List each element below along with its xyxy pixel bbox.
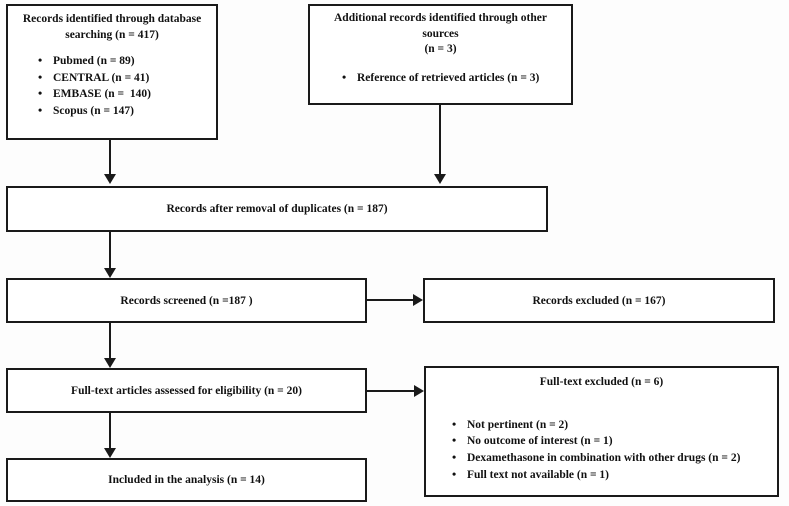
records-after-duplicates-box: Records after removal of duplicates (n =… xyxy=(6,186,548,232)
fulltext-box-label: Full-text articles assessed for eligibil… xyxy=(71,384,302,397)
other-sources-title-line1: Additional records identified through ot… xyxy=(334,12,547,24)
list-item: Reference of retrieved articles (n = 3) xyxy=(342,69,571,87)
additional-records-other-sources-box: Additional records identified through ot… xyxy=(308,4,573,105)
list-item: No outcome of interest (n = 1) xyxy=(452,432,777,450)
arrowhead-duplicates-to-screened xyxy=(104,268,116,278)
screened-box-label: Records screened (n =187 ) xyxy=(120,294,253,307)
other-sources-title-line2: sources xyxy=(422,27,459,40)
included-box-label: Included in the analysis (n = 14) xyxy=(108,474,265,486)
list-item: Not pertinent (n = 2) xyxy=(452,416,777,434)
database-box-title-line1: Records identified through database xyxy=(22,13,202,25)
arrowhead-database-to-duplicates xyxy=(104,174,116,184)
records-screened-box: Records screened (n =187 ) xyxy=(6,278,367,323)
fulltext-excluded-list: Not pertinent (n = 2) No outcome of inte… xyxy=(452,416,777,484)
records-excluded-box: Records excluded (n = 167) xyxy=(423,278,775,323)
arrowhead-screened-to-fulltext xyxy=(104,358,116,368)
other-sources-box-title: Additional records identified through ot… xyxy=(310,11,571,58)
connector-fulltext-to-included xyxy=(109,413,111,450)
list-item: Full text not available (n = 1) xyxy=(452,466,777,484)
database-box-list: Pubmed (n = 89) CENTRAL (n = 41) EMBASE … xyxy=(38,52,216,120)
list-item: Scopus (n = 147) xyxy=(38,102,216,120)
connector-database-to-duplicates xyxy=(109,140,111,176)
fulltext-excluded-box: Full-text excluded (n = 6) Not pertinent… xyxy=(424,366,779,497)
connector-screened-to-fulltext xyxy=(109,323,111,360)
fulltext-excluded-title: Full-text excluded (n = 6) xyxy=(539,376,664,388)
arrowhead-other-sources-to-duplicates xyxy=(434,174,446,184)
list-item: CENTRAL (n = 41) xyxy=(38,69,216,87)
arrowhead-fulltext-to-fulltext-excluded xyxy=(414,385,424,397)
list-item: Pubmed (n = 89) xyxy=(38,52,216,70)
list-item: EMBASE (n = 140) xyxy=(38,85,216,103)
arrowhead-fulltext-to-included xyxy=(104,448,116,458)
list-item: Dexamethasone in combination with other … xyxy=(452,449,777,467)
connector-fulltext-to-fulltext-excluded xyxy=(367,390,416,392)
other-sources-box-list: Reference of retrieved articles (n = 3) xyxy=(342,69,571,87)
records-identified-database-box: Records identified through database sear… xyxy=(6,4,218,140)
included-in-analysis-box: Included in the analysis (n = 14) xyxy=(6,458,367,502)
excluded-box-label: Records excluded (n = 167) xyxy=(532,294,666,307)
database-box-title: Records identified through database sear… xyxy=(8,12,216,43)
connector-duplicates-to-screened xyxy=(109,232,111,270)
arrowhead-screened-to-excluded xyxy=(413,294,423,306)
fulltext-assessed-box: Full-text articles assessed for eligibil… xyxy=(6,368,367,413)
connector-screened-to-excluded xyxy=(367,299,415,301)
other-sources-title-line3: (n = 3) xyxy=(424,43,457,56)
connector-other-sources-to-duplicates xyxy=(439,105,441,176)
duplicates-box-label: Records after removal of duplicates (n =… xyxy=(166,203,388,215)
database-box-title-line2: searching (n = 417) xyxy=(65,28,159,41)
